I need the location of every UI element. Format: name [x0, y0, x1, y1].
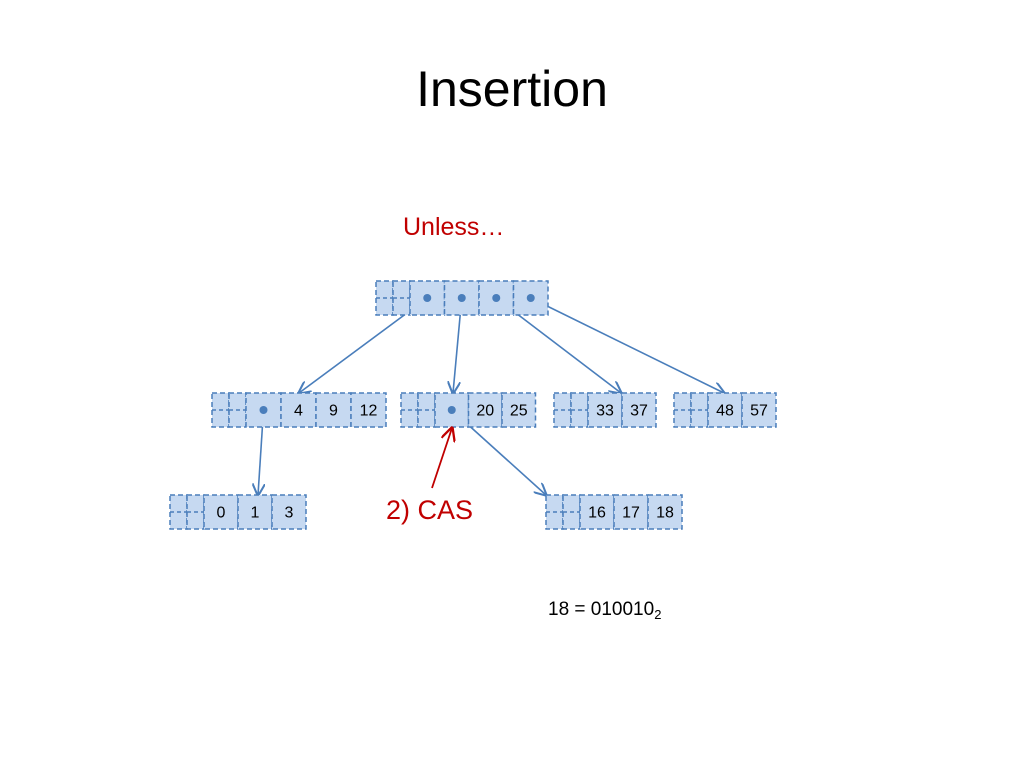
node-key: 16	[588, 505, 606, 522]
pointer-arrow	[530, 297, 724, 393]
node-key: 1	[251, 505, 260, 522]
binary-formula: 18 = 0100102	[548, 600, 661, 621]
node-key: 18	[656, 505, 674, 522]
node-key: 12	[360, 403, 378, 420]
trie-node-node-4-9-12: 4 9 12	[211, 392, 387, 428]
trie-node-node-33-37: 33 37	[553, 392, 657, 428]
formula-subscript: 2	[654, 607, 662, 622]
node-key: 57	[750, 403, 768, 420]
node-key: 0	[217, 505, 226, 522]
node-key: 33	[596, 403, 614, 420]
node-key: 17	[622, 505, 640, 522]
pointer-dot	[423, 294, 432, 302]
node-key: 9	[329, 403, 338, 420]
node-key: 3	[285, 505, 294, 522]
slide-title: Insertion	[416, 61, 608, 117]
cas-arrow	[431, 428, 452, 489]
node-cell	[467, 392, 503, 428]
pointer-dot	[259, 406, 268, 414]
node-key: 48	[716, 403, 734, 420]
pointer-dot	[526, 294, 535, 302]
node-cell	[512, 280, 549, 316]
node-key: 4	[294, 403, 303, 420]
node-key: 37	[630, 403, 648, 420]
node-cell	[501, 392, 537, 428]
trie-node-node-0-1-3: 0 1 3	[169, 494, 307, 530]
node-cell	[350, 392, 387, 428]
node-cell	[237, 494, 273, 530]
node-key: 25	[510, 403, 528, 420]
pointer-dot	[457, 294, 466, 302]
pointer-dot	[447, 406, 456, 414]
node-cell	[741, 392, 777, 428]
node-cell	[271, 494, 307, 530]
node-cell	[647, 494, 683, 530]
trie-node-node-16-17-18: 16 17 18	[545, 494, 683, 530]
pointer-dot	[492, 294, 501, 302]
node-cell	[579, 494, 615, 530]
cas-label: 2) CAS	[386, 495, 474, 525]
subtitle-unless: Unless…	[403, 213, 505, 241]
trie-node-node-48-57: 48 57	[673, 392, 777, 428]
formula-main: 18 = 010010	[548, 599, 655, 620]
node-key: 20	[476, 403, 494, 420]
node-cell	[621, 392, 657, 428]
node-cell	[613, 494, 649, 530]
